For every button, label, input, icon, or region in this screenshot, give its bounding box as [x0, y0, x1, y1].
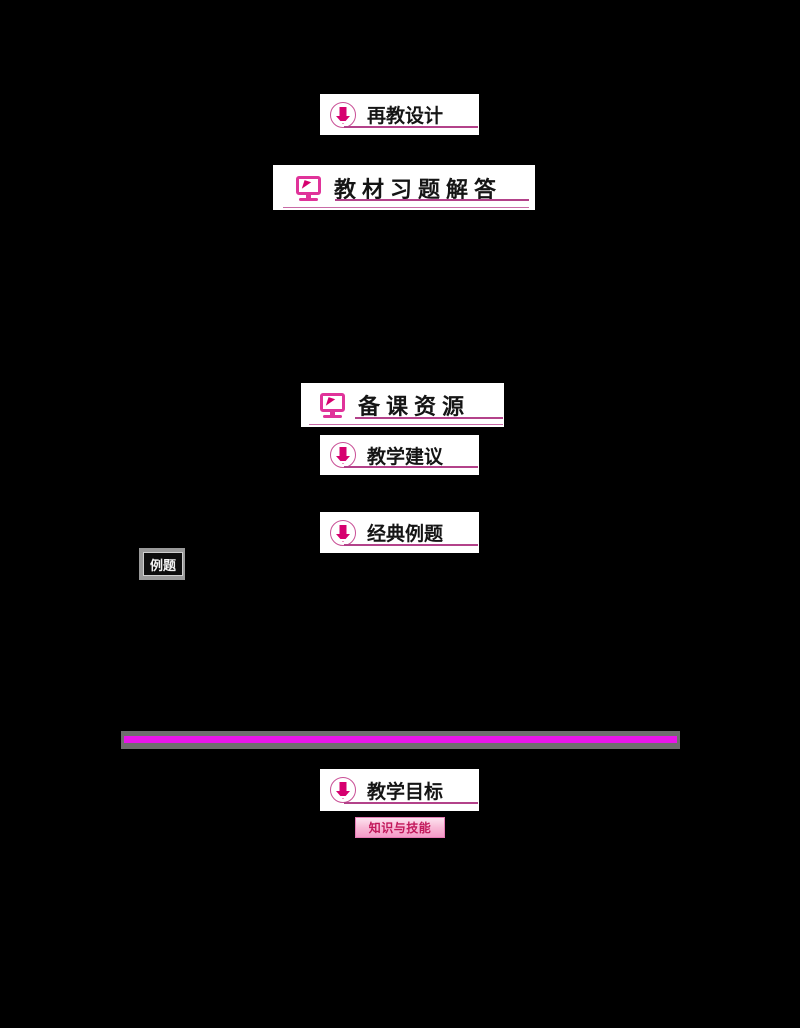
banner-label-beike-ziyuan: 备课资源 — [358, 394, 471, 420]
circle-down-arrow-icon — [330, 442, 356, 468]
banner-label-jiaocai-xiti-jieda: 教材习题解答 — [334, 176, 503, 203]
banner-underline-jiaocai-inner — [335, 199, 529, 201]
banner-underline-beike-inner — [355, 417, 503, 419]
highlight-fill — [124, 736, 677, 743]
circle-down-arrow-icon — [330, 777, 356, 803]
section-banner-zaijiao-sheji[interactable]: 再教设计 — [320, 94, 479, 135]
highlighted-text-bar — [121, 731, 680, 749]
circle-down-arrow-icon — [330, 101, 356, 128]
section-banner-jingdian-liti[interactable]: 经典例题 — [320, 512, 479, 553]
circle-down-arrow-icon — [330, 519, 356, 546]
monitor-cursor-icon — [319, 391, 347, 419]
banner-underline-lianti — [344, 544, 478, 546]
banner-underline-jianyi — [344, 466, 478, 468]
banner-underline-zaijiao — [344, 126, 478, 128]
tag-zhishi-yu-jineng: 知识与技能 — [355, 817, 445, 838]
banner-label-jingdian-liti: 经典例题 — [367, 523, 444, 545]
banner-label-zaijiao-sheji: 再教设计 — [367, 105, 444, 127]
banner-underline-jiaocai-outer — [283, 207, 529, 209]
banner-label-jiaoxue-jianyi: 教学建议 — [367, 445, 444, 468]
section-banner-jiaoxue-mubiao[interactable]: 教学目标 — [320, 769, 479, 811]
banner-underline-mubiao — [344, 802, 478, 804]
section-banner-jiaoxue-jianyi[interactable]: 教学建议 — [320, 435, 479, 475]
section-banner-jiaocai-xiti-jieda[interactable]: 教材习题解答 — [273, 165, 535, 210]
banner-underline-beike-outer — [309, 424, 503, 426]
section-banner-beike-ziyuan[interactable]: 备课资源 — [301, 383, 504, 427]
banner-label-jiaoxue-mubiao: 教学目标 — [367, 780, 444, 803]
monitor-cursor-icon — [295, 174, 323, 202]
liti-chip: 例题 — [143, 552, 183, 576]
